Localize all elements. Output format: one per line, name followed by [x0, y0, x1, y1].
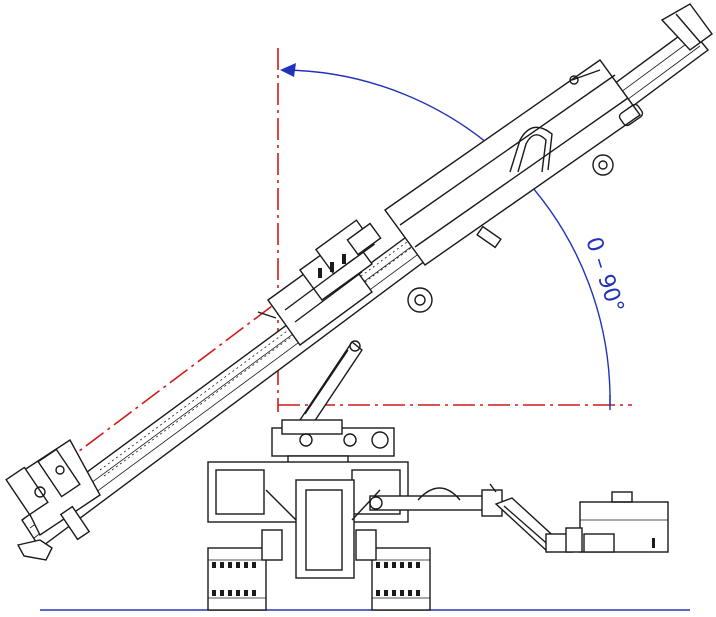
angle-label: 0 – 90°	[580, 234, 628, 316]
tracked-undercarriage-icon	[207, 461, 431, 611]
clamp-assembly-icon	[5, 438, 101, 561]
tilt-cylinder	[299, 340, 363, 430]
power-pack-icon	[565, 491, 669, 553]
rotary-head-icon	[257, 219, 382, 346]
side-arm	[369, 483, 573, 553]
